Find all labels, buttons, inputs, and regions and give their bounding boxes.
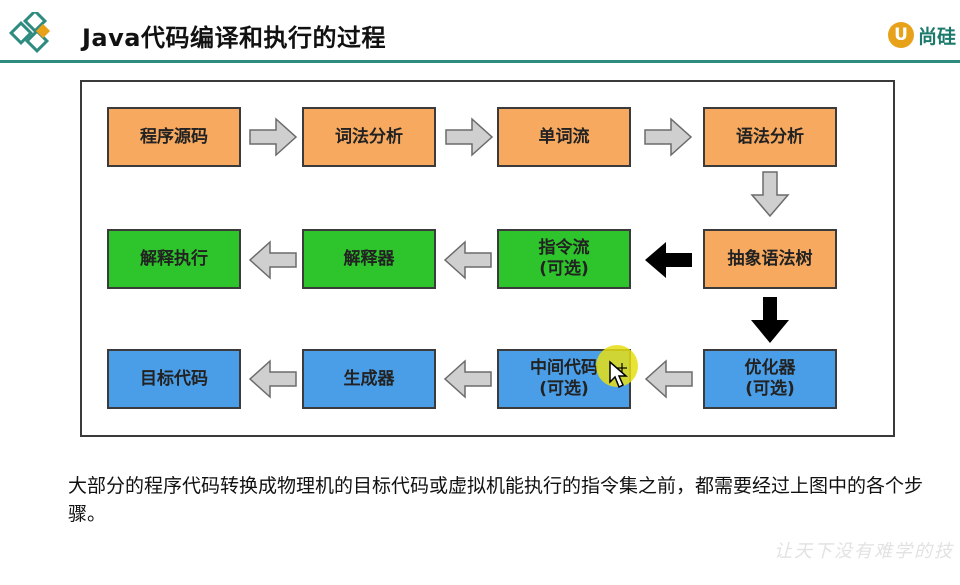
node-interpreter: 解释器 — [302, 229, 436, 289]
node-generator: 生成器 — [302, 349, 436, 409]
node-token-stream: 单词流 — [497, 107, 631, 167]
move-cursor-icon — [609, 360, 628, 389]
brand-text: 尚硅 — [917, 25, 956, 48]
caption-text: 大部分的程序代码转换成物理机的目标代码或虚拟机能执行的指令集之前，都需要经过上图… — [68, 475, 924, 525]
node-lexical-analysis: 词法分析 — [302, 107, 436, 167]
node-source-code: 程序源码 — [107, 107, 241, 167]
node-target-code: 目标代码 — [107, 349, 241, 409]
header-divider — [0, 60, 960, 63]
node-ast: 抽象语法树 — [703, 229, 837, 289]
node-syntax-analysis: 语法分析 — [703, 107, 837, 167]
slide-header: Java代码编译和执行的过程 U 尚硅 — [0, 0, 960, 60]
node-optimizer: 优化器 (可选) — [703, 349, 837, 409]
page-title: Java代码编译和执行的过程 — [82, 24, 386, 52]
watermark-text: 让天下没有难学的技 — [774, 541, 954, 562]
node-interpret-execute: 解释执行 — [107, 229, 241, 289]
node-instruction-stream: 指令流 (可选) — [497, 229, 631, 289]
diamond-logo-icon — [8, 12, 51, 54]
brand-mark-icon: U — [887, 22, 914, 48]
brand-logo: U 尚硅 — [887, 20, 956, 50]
